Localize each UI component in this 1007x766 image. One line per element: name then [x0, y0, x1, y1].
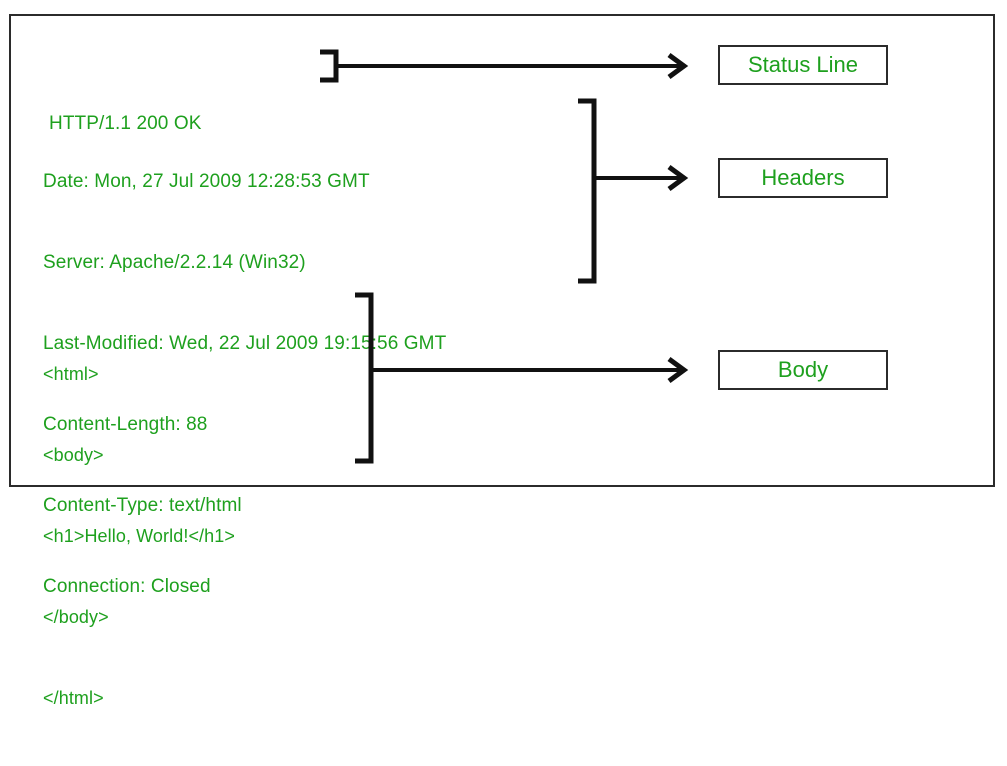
body-line: </html>	[43, 688, 104, 708]
header-line: Date: Mon, 27 Jul 2009 12:28:53 GMT	[43, 171, 370, 192]
label-box-headers: Headers	[718, 158, 888, 198]
label-box-status-line: Status Line	[718, 45, 888, 85]
body-line: <html>	[43, 364, 99, 384]
header-line: Last-Modified: Wed, 22 Jul 2009 19:15:56…	[43, 333, 447, 354]
diagram-frame	[9, 14, 995, 487]
status-line-text: HTTP/1.1 200 OK	[49, 56, 202, 191]
header-line: Content-Length: 88	[43, 414, 208, 435]
header-line: Server: Apache/2.2.14 (Win32)	[43, 252, 306, 273]
diagram-canvas: HTTP/1.1 200 OK Date: Mon, 27 Jul 2009 1…	[9, 14, 995, 708]
label-box-body: Body	[718, 350, 888, 390]
body-line: <h1>Hello, World!</h1>	[43, 526, 235, 546]
label-box-status-line-text: Status Line	[747, 52, 859, 77]
label-box-body-text: Body	[777, 357, 829, 382]
body-line: <body>	[43, 445, 104, 465]
body-text-block: <html> <body> <h1>Hello, World!</h1> </b…	[43, 307, 235, 766]
label-box-headers-text: Headers	[761, 165, 845, 190]
body-line: </body>	[43, 607, 109, 627]
status-line-value: HTTP/1.1 200 OK	[49, 113, 202, 134]
